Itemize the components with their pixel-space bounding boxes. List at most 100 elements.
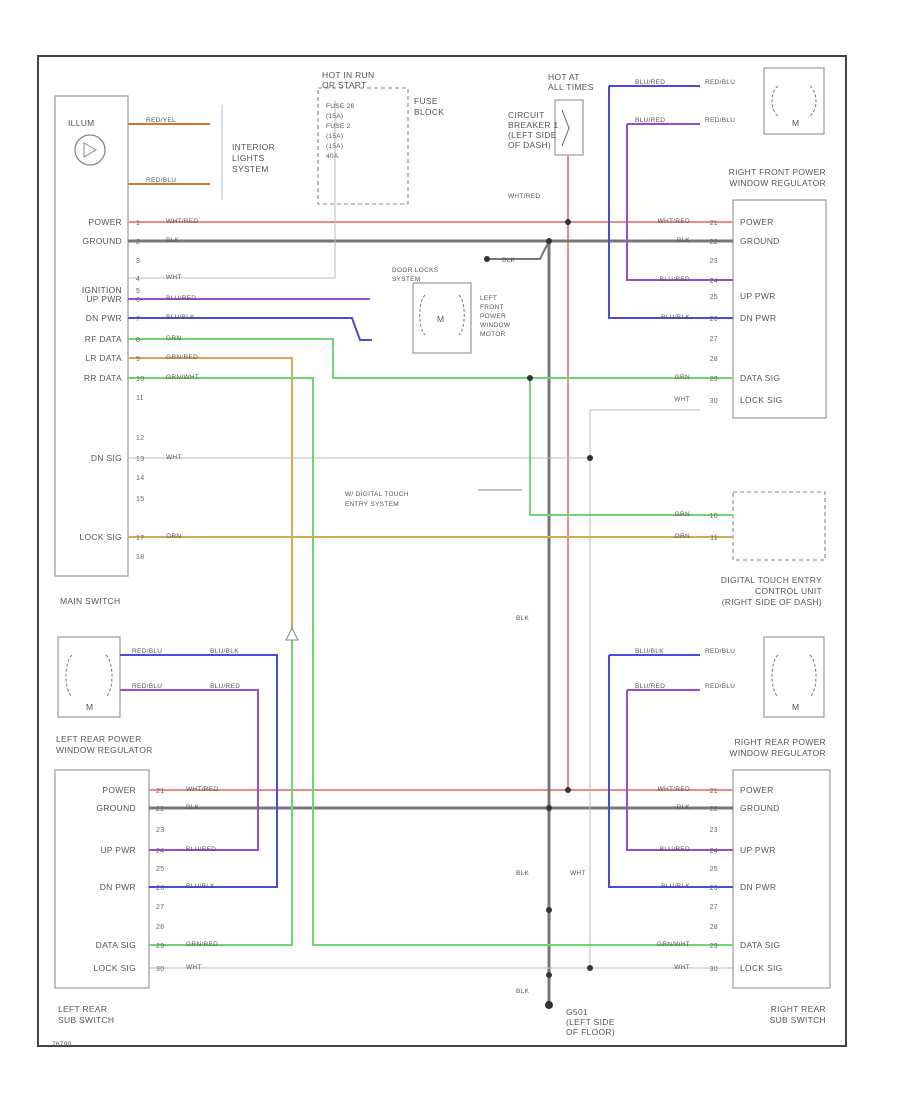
data-wires xyxy=(128,338,733,946)
main-pin-name: LOCK SIG xyxy=(79,532,122,542)
lr-pin-name: POWER xyxy=(102,785,136,795)
main-switch-label: MAIN SWITCH xyxy=(60,596,120,606)
svg-text:M: M xyxy=(86,702,93,712)
regulator-wire-label: BLU/RED xyxy=(635,683,665,690)
rr-pin-number: 30 xyxy=(710,966,718,973)
rr-pin-wire: BLK xyxy=(677,804,691,811)
lr-pin-number: 25 xyxy=(156,866,164,873)
left-rear-sub-switch-box xyxy=(54,769,150,989)
main-pin-number: 9 xyxy=(136,356,140,363)
bulb-wires xyxy=(128,105,223,200)
main-pin-number: 12 xyxy=(136,435,144,442)
main-pin-name: RF DATA xyxy=(85,334,122,344)
main-pin-number: 2 xyxy=(136,239,140,246)
illumination-bulb xyxy=(74,134,106,166)
main-pin-wire: GRN/RED xyxy=(166,354,198,361)
rf-pin-name: POWER xyxy=(740,217,774,227)
digital-pin-number: 10 xyxy=(710,513,718,520)
rr-pin-name: DATA SIG xyxy=(740,940,780,950)
rf-pin-number: 22 xyxy=(710,239,718,246)
main-pin-name: DN PWR xyxy=(86,313,122,323)
rf-pin-number: 29 xyxy=(710,376,718,383)
rf-pin-name: GROUND xyxy=(740,236,780,246)
rf-pin-number: 24 xyxy=(710,278,718,285)
rf-pin-number: 26 xyxy=(710,316,718,323)
lr-pin-wire: BLU/RED xyxy=(186,846,216,853)
svg-text:M: M xyxy=(437,314,444,324)
regulator-wire-label: RED/BLU xyxy=(705,117,735,124)
lr-pin-number: 24 xyxy=(156,848,164,855)
main-pin-wire: GRN xyxy=(166,335,181,342)
lr-pin-name: DATA SIG xyxy=(96,940,136,950)
lr-pin-number: 26 xyxy=(156,885,164,892)
rf-pin-number: 25 xyxy=(710,294,718,301)
rf-pin-wire: BLU/BLK xyxy=(661,314,690,321)
digital-pin-wire: GRN xyxy=(675,511,690,518)
blk-bottom-label: BLK xyxy=(516,988,530,995)
rr-pin-number: 22 xyxy=(710,806,718,813)
wht-low-label: WHT xyxy=(570,870,586,877)
lr-pin-number: 23 xyxy=(156,827,164,834)
main-pin-number: 17 xyxy=(136,535,144,542)
rf-pin-name: UP PWR xyxy=(740,291,776,301)
lr-pin-number: 30 xyxy=(156,966,164,973)
main-pin-wire: WHT/RED xyxy=(166,218,198,225)
lr-pin-wire: BLK xyxy=(186,804,200,811)
rr-pin-number: 24 xyxy=(710,848,718,855)
regulator-wire-label: RED/BLU xyxy=(705,683,735,690)
main-pin-wire: WHT xyxy=(166,454,182,461)
lr-pin-number: 21 xyxy=(156,788,164,795)
svg-text:M: M xyxy=(792,118,799,128)
main-pin-name: RR DATA xyxy=(84,373,122,383)
power-wires xyxy=(128,155,733,793)
rr-pin-number: 28 xyxy=(710,924,718,931)
main-pin-wire: GRN/WHT xyxy=(166,374,199,381)
rf-pin-number: 21 xyxy=(710,220,718,227)
white-wires xyxy=(128,100,733,971)
rr-pin-wire: BLU/RED xyxy=(660,846,690,853)
main-pin-number: 18 xyxy=(136,554,144,561)
rr-pin-number: 25 xyxy=(710,866,718,873)
main-pin-number: 11 xyxy=(136,395,144,402)
main-switch-box xyxy=(54,95,129,577)
main-pin-name: IGNITION xyxy=(82,285,122,295)
rf-pin-wire: WHT xyxy=(674,396,690,403)
illum-wire-label: RED/YEL xyxy=(146,117,176,124)
diagram-frame xyxy=(37,55,847,1047)
digital-pin-wire: ORN xyxy=(675,533,690,540)
right-front-regulator-motor: M xyxy=(763,67,825,135)
regulator-wire-label: BLU/BLK xyxy=(635,648,664,655)
main-pin-name: UP PWR xyxy=(86,294,122,304)
blk-ground-tag: BLK xyxy=(502,257,516,264)
lr-pin-number: 27 xyxy=(156,904,164,911)
main-pin-number: 14 xyxy=(136,475,144,482)
rf-pin-name: LOCK SIG xyxy=(740,395,783,405)
rr-pin-wire: BLU/BLK xyxy=(661,883,690,890)
main-pin-wire: ORN xyxy=(166,533,181,540)
ground-wires xyxy=(128,238,733,1009)
blk-mid-label: BLK xyxy=(516,615,530,622)
main-pin-number: 10 xyxy=(136,376,144,383)
main-pin-name: DN SIG xyxy=(91,453,122,463)
main-pin-wire: WHT xyxy=(166,274,182,281)
fuse-ratings-label: FUSE 26(15A)FUSE 2(15A)(15A)40A xyxy=(326,103,355,160)
wht-red-vertical-label: WHT/RED xyxy=(508,193,540,200)
main-pin-wire: BLU/BLK xyxy=(166,314,195,321)
main-pin-wire: BLU/RED xyxy=(166,295,196,302)
rr-pin-number: 21 xyxy=(710,788,718,795)
main-pin-wire: BLK xyxy=(166,237,180,244)
